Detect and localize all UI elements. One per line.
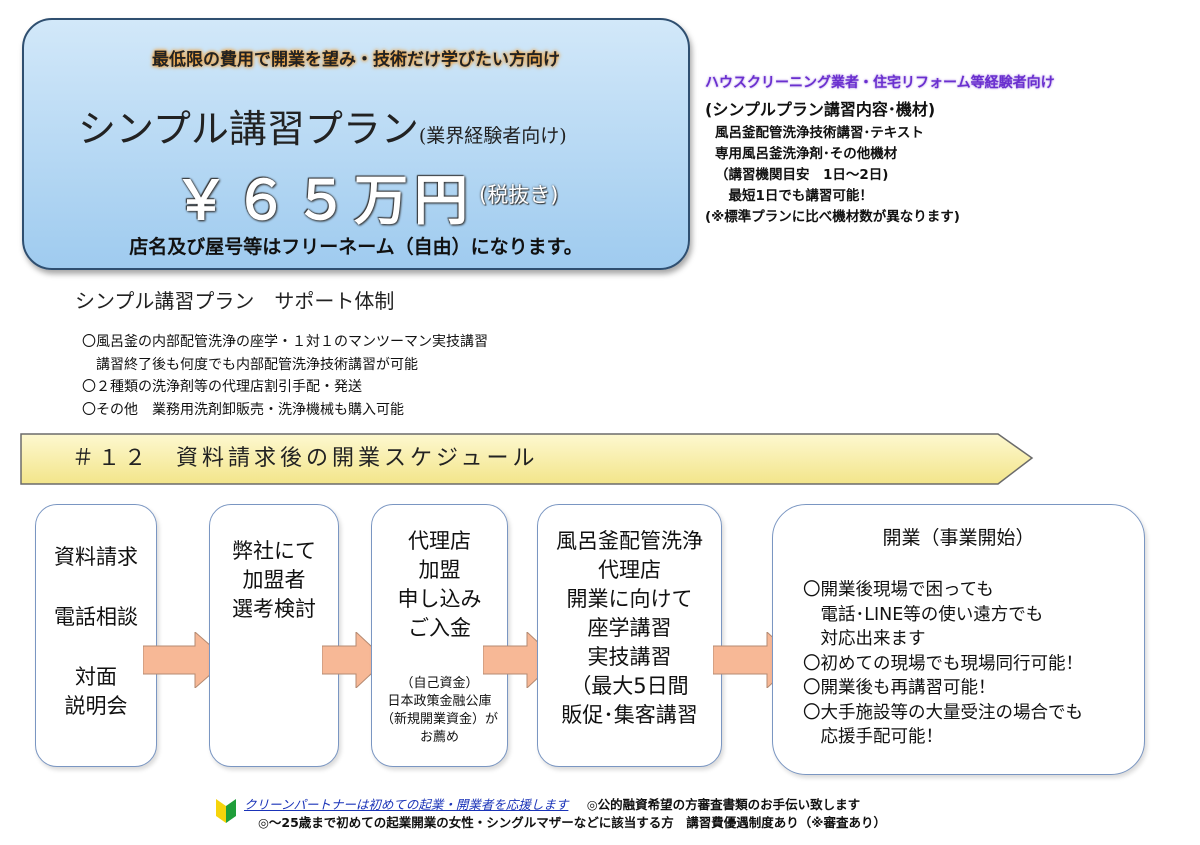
benefit-line: 対応出来ます bbox=[803, 629, 926, 649]
step4-line: （最大5日間 bbox=[570, 674, 689, 698]
target-audience: ハウスクリーニング業者・住宅リフォーム等経験者向け bbox=[705, 75, 1055, 91]
schedule-banner-title: ＃１２ 資料請求後の開業スケジュール bbox=[72, 446, 539, 471]
plan-name: シンプル講習プラン(業界経験者向け) bbox=[78, 98, 567, 153]
step4-line: 代理店 bbox=[598, 558, 661, 582]
beginner-mark-icon bbox=[216, 799, 236, 823]
benefit-line: 電話･LINE等の使い遠方でも bbox=[803, 604, 1044, 625]
step1-line: 電話相談 bbox=[54, 605, 138, 629]
support-item: 〇風呂釜の内部配管洗浄の座学・１対１のマンツーマン実技講習 bbox=[82, 334, 488, 350]
step3-line: 申し込み bbox=[397, 587, 482, 611]
step4-line: 開業に向けて bbox=[566, 587, 693, 611]
plan-price: ￥６５万円 bbox=[174, 169, 474, 232]
plan-content-item: （講習機関目安 1日～2日) bbox=[715, 167, 889, 183]
support-item: 〇その他 業務用洗剤卸販売・洗浄機械も購入可能 bbox=[82, 401, 404, 418]
support-item: 〇２種類の洗浄剤等の代理店割引手配・発送 bbox=[82, 379, 362, 395]
loan-support-note: ◎公的融資希望の方審査書類のお手伝い致します bbox=[586, 797, 861, 812]
step-selection-review: 弊社にて 加盟者 選考検討 bbox=[209, 504, 339, 767]
schedule-banner: ＃１２ 資料請求後の開業スケジュール bbox=[20, 426, 1034, 490]
footer: クリーンパートナーは初めての起業・開業者を応援します ◎公的融資希望の方審査書類… bbox=[244, 796, 886, 832]
benefit-line: 応援手配可能！ bbox=[803, 727, 943, 747]
step2-line: 加盟者 bbox=[242, 568, 306, 592]
partner-support-link[interactable]: クリーンパートナーは初めての起業・開業者を応援します bbox=[244, 797, 569, 812]
step3-note: （自己資金） bbox=[400, 676, 479, 691]
step2-line: 弊社にて bbox=[232, 539, 316, 563]
step1-line: 資料請求 bbox=[54, 545, 138, 569]
step3-note: 日本政策金融公庫 bbox=[387, 694, 492, 709]
step3-note: （新規開業資金）が bbox=[380, 712, 498, 727]
step2-line: 選考検討 bbox=[232, 597, 316, 621]
free-name-note: 店名及び屋号等はフリーネーム（自由）になります。 bbox=[129, 236, 583, 258]
step4-line: 販促･集客講習 bbox=[561, 703, 698, 727]
benefit-line: 〇開業後現場で困っても bbox=[803, 580, 994, 600]
support-list: 〇風呂釜の内部配管洗浄の座学・１対１のマンツーマン実技講習 講習終了後も何度でも… bbox=[82, 331, 488, 421]
step4-line: 実技講習 bbox=[587, 645, 672, 669]
step-agency-application: 代理店 加盟 申し込み ご入金 （自己資金） 日本政策金融公庫 （新規開業資金）… bbox=[371, 504, 508, 767]
step-request-info: 資料請求 電話相談 対面 説明会 bbox=[35, 504, 157, 767]
step-business-start: 開業（事業開始） 〇開業後現場で困っても 電話･LINE等の使い遠方でも 対応出… bbox=[772, 504, 1145, 775]
banner-arrow-shape bbox=[20, 433, 1034, 485]
benefit-line: 〇開業後も再講習可能！ bbox=[803, 678, 996, 698]
step4-line: 風呂釜配管洗浄 bbox=[556, 529, 703, 553]
tax-note: (税抜き) bbox=[479, 183, 559, 207]
support-item: 講習終了後も何度でも内部配管洗浄技術講習が可能 bbox=[82, 356, 418, 373]
step3-note: お薦め bbox=[419, 730, 459, 745]
benefit-line: 〇初めての現場でも現場同行可能！ bbox=[803, 653, 1083, 674]
benefit-line: 〇大手施設等の大量受注の場合でも bbox=[803, 702, 1083, 723]
support-title: シンプル講習プラン サポート体制 bbox=[75, 289, 395, 313]
plan-contents-heading: (シンプルプラン講習内容･機材) bbox=[705, 100, 936, 119]
step3-line: 代理店 bbox=[408, 529, 471, 553]
step4-line: 座学講習 bbox=[587, 616, 672, 640]
step-training: 風呂釜配管洗浄 代理店 開業に向けて 座学講習 実技講習 （最大5日間 販促･集… bbox=[537, 504, 722, 767]
step5-title: 開業（事業開始） bbox=[882, 527, 1035, 549]
step3-line: ご入金 bbox=[408, 616, 471, 640]
plan-content-item: 専用風呂釜洗浄剤･その他機材 bbox=[715, 146, 898, 162]
plan-contents: ハウスクリーニング業者・住宅リフォーム等経験者向け (シンプルプラン講習内容･機… bbox=[705, 72, 1185, 228]
plan-name-sub: (業界経験者向け) bbox=[418, 125, 567, 147]
plan-name-main: シンプル講習プラン bbox=[78, 107, 419, 151]
plan-content-item: (※標準プランに比べ機材数が異なります) bbox=[705, 209, 960, 225]
discount-note: ◎～25歳まで初めての起業開業の女性・シングルマザーなどに該当する方 講習費優遇… bbox=[258, 815, 886, 830]
step5-benefits: 〇開業後現場で困っても 電話･LINE等の使い遠方でも 対応出来ます 〇初めての… bbox=[803, 578, 1083, 750]
plan-content-item: 最短1日でも講習可能！ bbox=[715, 188, 873, 204]
price-card: 最低限の費用で開業を望み・技術だけ学びたい方向け シンプル講習プラン(業界経験者… bbox=[22, 18, 690, 270]
step1-line: 対面 bbox=[75, 665, 117, 689]
plan-tagline: 最低限の費用で開業を望み・技術だけ学びたい方向け bbox=[152, 50, 560, 70]
step1-line: 説明会 bbox=[64, 694, 128, 718]
step3-line: 加盟 bbox=[418, 558, 461, 582]
plan-content-item: 風呂釜配管洗浄技術講習･テキスト bbox=[715, 125, 924, 141]
